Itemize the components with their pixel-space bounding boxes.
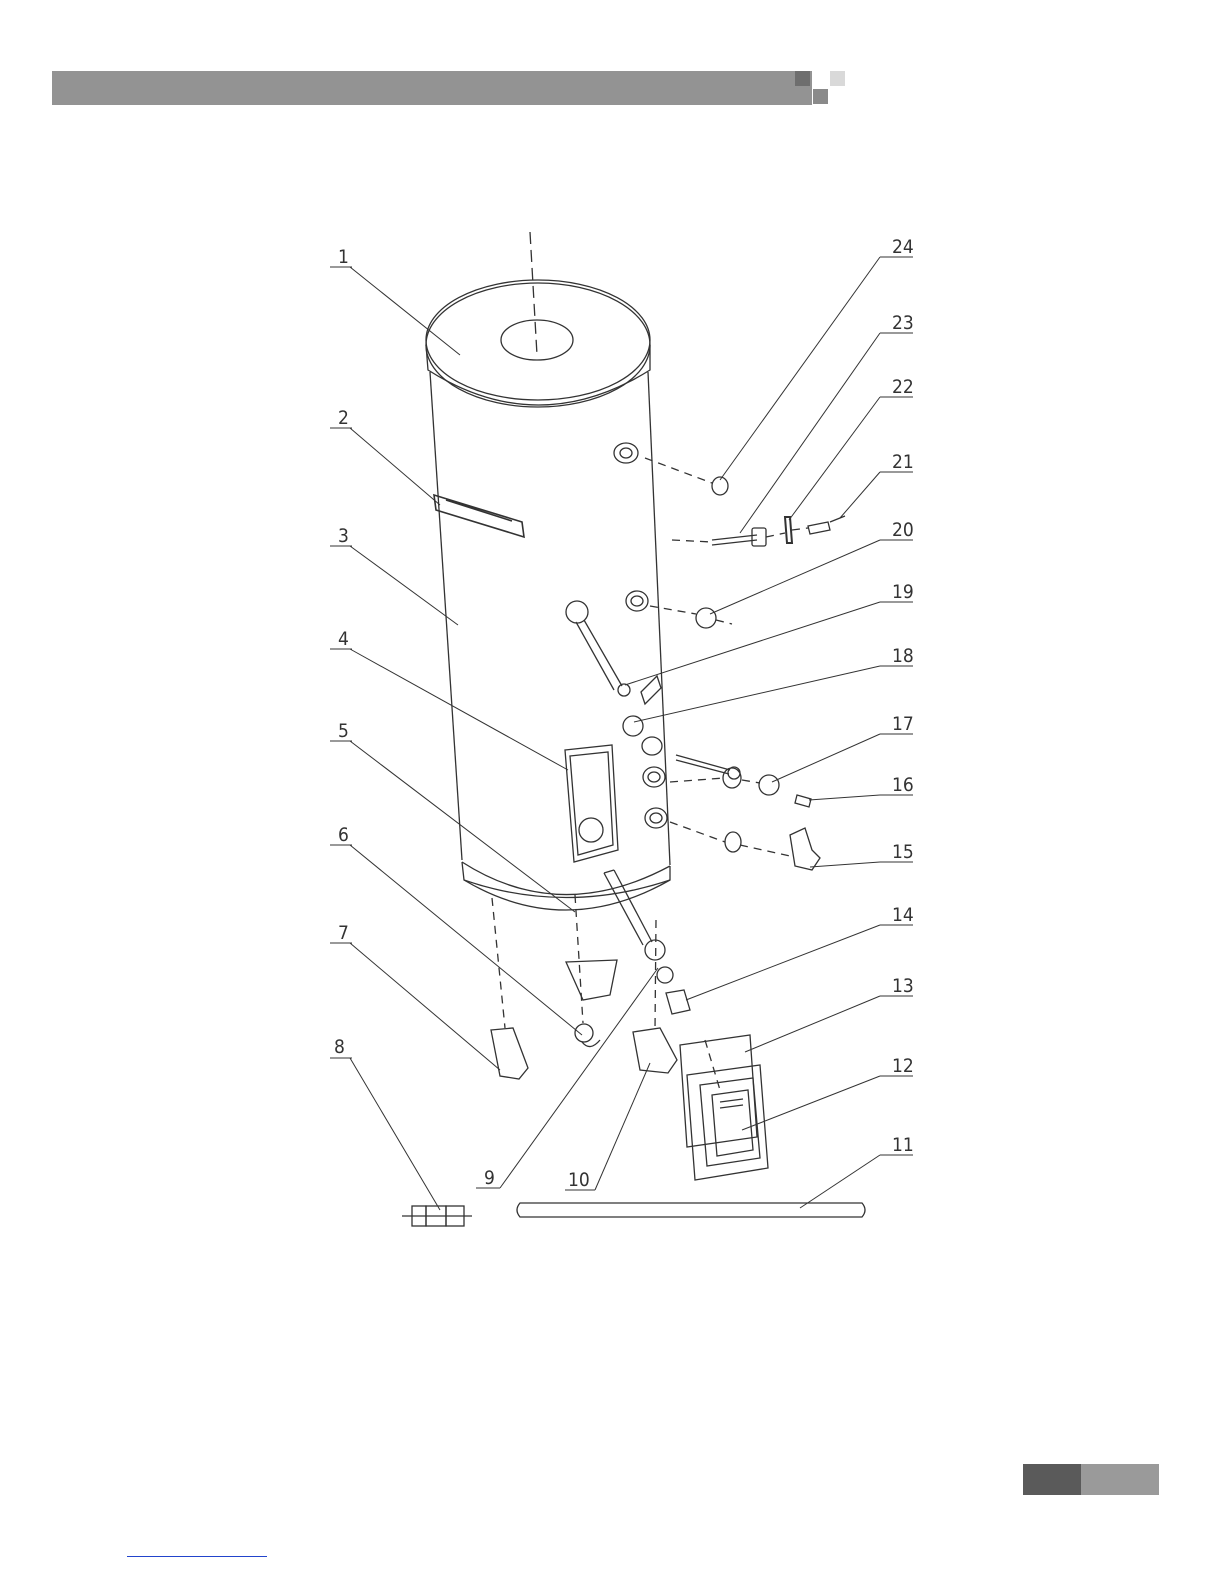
footer-link-underline[interactable] — [127, 1556, 267, 1557]
part-19-anode — [566, 601, 661, 704]
part-14-switch — [666, 990, 690, 1014]
callout-24: 24 — [892, 236, 914, 258]
callout-18: 18 — [892, 645, 914, 667]
callout-21: 21 — [892, 451, 914, 473]
footer-page-tab-dark — [1023, 1464, 1081, 1495]
part-18-ring — [623, 716, 643, 736]
callout-10: 10 — [568, 1169, 590, 1191]
part-2-handle — [434, 495, 524, 537]
part-4-panel — [565, 745, 618, 862]
callout-11: 11 — [892, 1134, 914, 1156]
callout-16: 16 — [892, 774, 914, 796]
part-7-foot — [491, 1028, 528, 1079]
callout-4: 4 — [338, 628, 349, 650]
part-23-sensor — [712, 516, 845, 546]
callout-13: 13 — [892, 975, 914, 997]
callout-12: 12 — [892, 1055, 914, 1077]
callout-14: 14 — [892, 904, 914, 926]
callout-1: 1 — [338, 246, 349, 268]
part-17-element — [676, 755, 811, 807]
tank-ports — [614, 443, 667, 828]
callout-23: 23 — [892, 312, 914, 334]
callout-20: 20 — [892, 519, 914, 541]
part-6-elbow — [575, 1024, 600, 1047]
part-20-ring — [696, 608, 716, 628]
middle-foot — [566, 960, 617, 1000]
callout-6: 6 — [338, 824, 349, 846]
callout-22: 22 — [892, 376, 914, 398]
callout-7: 7 — [338, 922, 349, 944]
callout-8: 8 — [334, 1036, 345, 1058]
callout-leaders — [330, 257, 913, 1210]
callout-15: 15 — [892, 841, 914, 863]
tank-axis-line — [530, 232, 537, 355]
callout-9: 9 — [484, 1167, 495, 1189]
part-5-element — [604, 870, 673, 983]
footer-page-tab-light — [1081, 1464, 1159, 1495]
part-11-bar — [517, 1203, 865, 1217]
tank-body — [426, 280, 670, 910]
callout-2: 2 — [338, 407, 349, 429]
callout-17: 17 — [892, 713, 914, 735]
part-15-valve — [790, 828, 820, 870]
part-10-foot — [633, 1028, 677, 1073]
callout-5: 5 — [338, 720, 349, 742]
part-8-fitting — [402, 1206, 472, 1226]
port-ring-b — [725, 832, 741, 852]
callout-3: 3 — [338, 525, 349, 547]
callout-19: 19 — [892, 581, 914, 603]
